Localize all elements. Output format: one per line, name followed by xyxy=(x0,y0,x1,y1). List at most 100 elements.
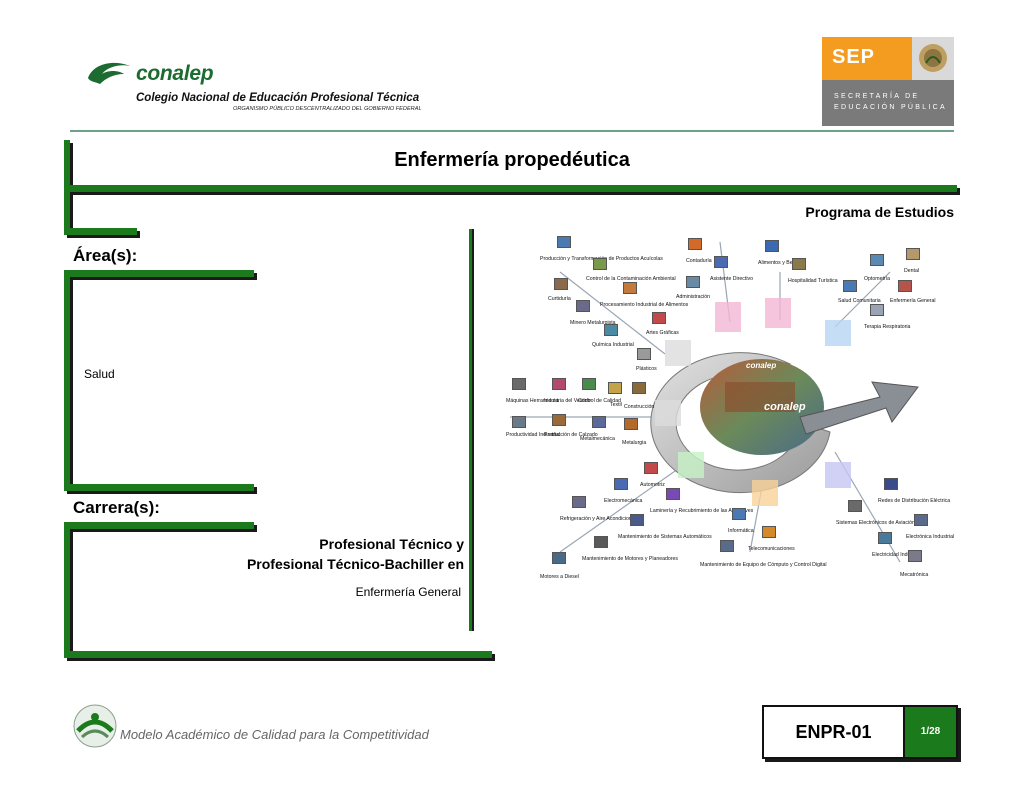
diagram-brand-top: conalep xyxy=(746,361,777,370)
career-frame-bottom xyxy=(64,651,492,658)
career-label: Automotriz xyxy=(640,482,665,488)
career-label: Control de Calidad xyxy=(578,398,621,404)
career-icon xyxy=(652,312,666,324)
career-icon xyxy=(686,276,700,288)
career-label: Alimentos y Bebidas xyxy=(758,260,805,266)
career-label: Control de la Contaminación Ambiental xyxy=(586,276,676,282)
title-frame-stub-left xyxy=(64,192,70,230)
career-icon xyxy=(624,418,638,430)
career-icon xyxy=(878,532,892,544)
career-icon xyxy=(884,478,898,490)
career-label: Productividad Industrial xyxy=(506,432,560,438)
header-divider xyxy=(70,130,954,132)
career-label: Terapia Respiratoria xyxy=(864,324,911,330)
career-icon xyxy=(914,514,928,526)
career-icon xyxy=(552,414,566,426)
career-icon xyxy=(576,300,590,312)
brand-name: conalep xyxy=(136,62,214,85)
career-line-2: Profesional Técnico-Bachiller en xyxy=(246,556,464,572)
institution-name: Colegio Nacional de Educación Profesiona… xyxy=(136,92,420,104)
career-label: Máquinas Herramienta xyxy=(506,398,559,404)
column-divider xyxy=(469,229,472,631)
career-label: Procesamiento Industrial de Alimentos xyxy=(600,302,689,308)
career-label: Industria del Vestido xyxy=(544,398,591,404)
sep-logo: SEP SECRETARÍA DE EDUCACIÓN PÚBLICA xyxy=(822,37,954,126)
career-label: Refrigeración y Aire Acondicionado xyxy=(560,516,641,522)
career-label: Artes Gráficas xyxy=(646,330,679,336)
coat-of-arms-icon xyxy=(912,37,954,80)
career-label: Asistente Directivo xyxy=(710,276,753,282)
career-icon xyxy=(688,238,702,250)
career-icon xyxy=(644,462,658,474)
career-label: Producción de Calzado xyxy=(544,432,598,438)
career-label: Telecomunicaciones xyxy=(748,546,795,552)
career-icon xyxy=(557,236,571,248)
career-icon xyxy=(604,324,618,336)
career-label: Construcción xyxy=(624,404,655,410)
career-icon xyxy=(552,378,566,390)
career-label: Mantenimiento de Equipo de Cómputo y Con… xyxy=(700,562,827,568)
career-label: Electricidad Industrial xyxy=(872,552,922,558)
career-heading: Carrera(s): xyxy=(73,498,160,517)
career-icon xyxy=(870,254,884,266)
career-icon xyxy=(762,526,776,538)
career-label: Dental xyxy=(904,268,919,274)
career-label: Textil xyxy=(610,402,622,408)
career-icon xyxy=(608,382,622,394)
career-icon xyxy=(666,488,680,500)
conalep-logo: conalep Colegio Nacional de Educación Pr… xyxy=(86,56,446,118)
career-icon xyxy=(594,536,608,548)
career-label: Salud Comunitaria xyxy=(838,298,881,304)
career-label: Química Industrial xyxy=(592,342,634,348)
career-icon xyxy=(512,416,526,428)
career-icon xyxy=(552,552,566,564)
title-frame-left xyxy=(64,140,70,195)
area-frame-left xyxy=(64,277,70,487)
career-icon xyxy=(906,248,920,260)
career-label: Optometría xyxy=(864,276,890,282)
career-label: Mecatrónica xyxy=(900,572,929,578)
conalep-leaf-icon xyxy=(88,62,130,84)
organism-caption: ORGANISMO PÚBLICO DESCENTRALIZADO DEL GO… xyxy=(233,106,422,112)
sep-acronym: SEP xyxy=(832,46,876,68)
career-label: Informática xyxy=(728,528,754,534)
career-label: Motores a Diesel xyxy=(540,574,579,580)
career-icon xyxy=(714,256,728,268)
career-icon xyxy=(637,348,651,360)
career-label: Curtiduría xyxy=(548,296,571,302)
career-icon xyxy=(623,282,637,294)
footer-slogan: Modelo Académico de Calidad para la Comp… xyxy=(120,727,429,742)
career-label: Hospitalidad Turística xyxy=(788,278,838,284)
career-label: Redes de Distribución Eléctrica xyxy=(878,498,951,504)
career-label: Enfermería General xyxy=(890,298,936,304)
area-heading: Área(s): xyxy=(73,246,138,265)
career-icon xyxy=(848,500,862,512)
career-label: Metalmecánica xyxy=(580,436,615,442)
area-frame-bottom xyxy=(64,484,254,491)
area-frame-top xyxy=(64,270,254,277)
career-icon xyxy=(765,240,779,252)
career-icon xyxy=(554,278,568,290)
career-icon xyxy=(614,478,628,490)
career-label: Mantenimiento de Sistemas Automáticos xyxy=(618,534,712,540)
sep-line-2: EDUCACIÓN PÚBLICA xyxy=(834,104,948,111)
career-label: Mantenimiento de Motores y Planeadores xyxy=(582,556,679,562)
title-frame-bar xyxy=(64,185,957,192)
diagram-graphic xyxy=(510,241,919,563)
career-frame-left xyxy=(64,529,70,654)
page-number: 1/28 xyxy=(905,707,956,757)
career-icon xyxy=(592,416,606,428)
career-icon xyxy=(632,382,646,394)
career-label: Electrónica Industrial xyxy=(906,534,955,540)
career-icon xyxy=(792,258,806,270)
career-icon xyxy=(870,304,884,316)
career-icon xyxy=(512,378,526,390)
careers-diagram: conalep conalep Producción y Transformac… xyxy=(500,232,954,586)
career-icon xyxy=(843,280,857,292)
career-icon xyxy=(572,496,586,508)
career-label: Administración xyxy=(676,294,711,300)
career-icon xyxy=(630,514,644,526)
document-code: ENPR-01 xyxy=(764,707,905,757)
area-value: Salud xyxy=(84,367,115,381)
career-label: Electromecánica xyxy=(604,498,643,504)
